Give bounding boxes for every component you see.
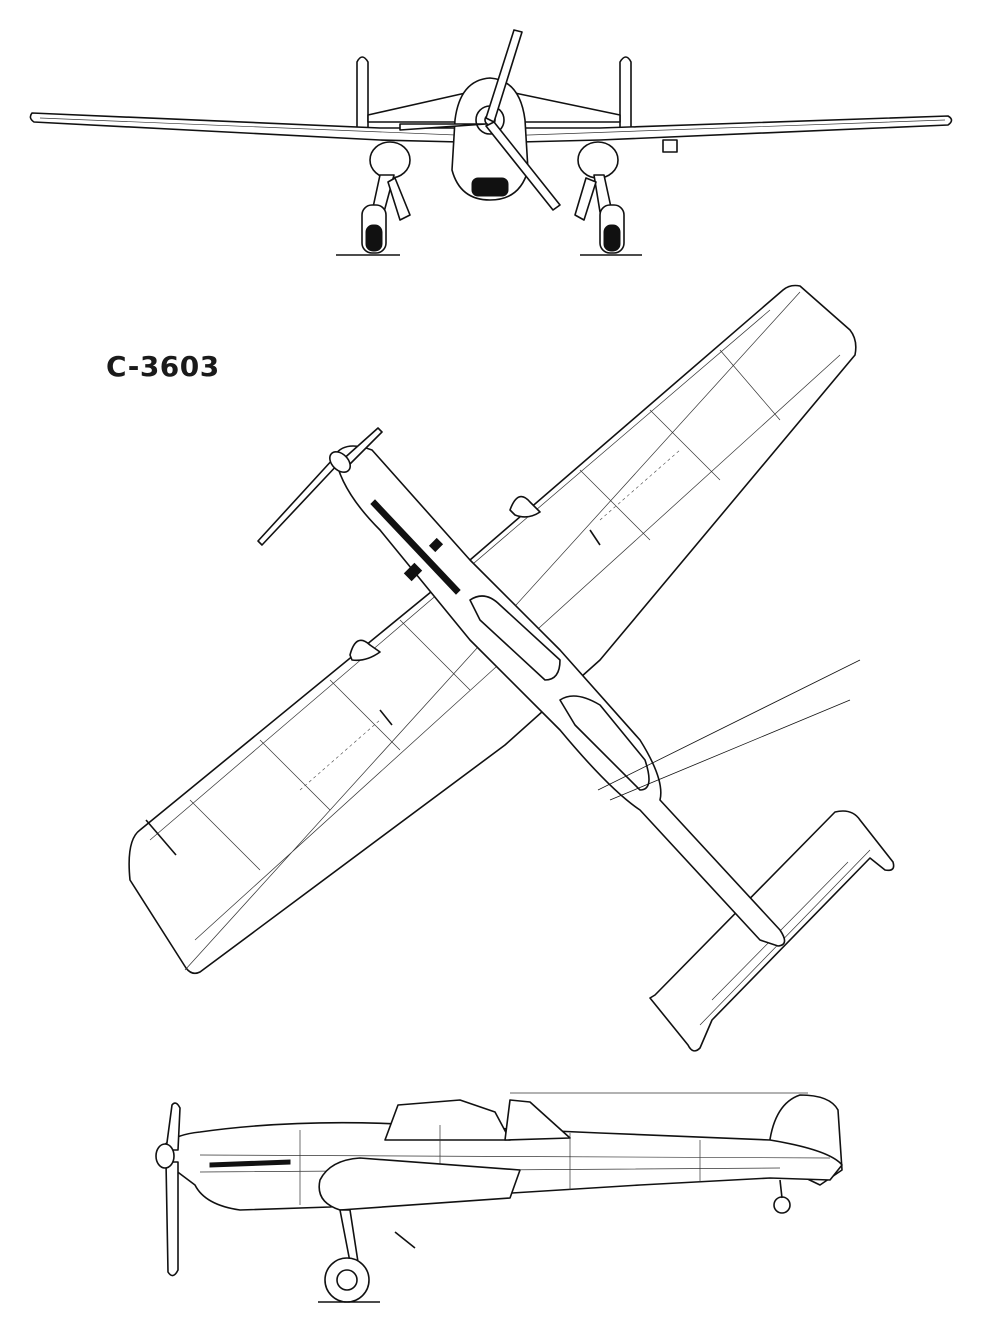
front-left-gear-fairing: [369, 141, 411, 179]
front-wing: [29, 112, 953, 143]
top-view: [128, 284, 895, 1052]
top-fuselage: [334, 445, 786, 947]
front-view: [29, 29, 953, 256]
side-wing: [318, 1157, 521, 1211]
front-left-fin: [356, 56, 369, 136]
side-view: [155, 1092, 843, 1303]
front-propeller: [399, 29, 561, 211]
aircraft-designation-label: C-3603: [106, 350, 220, 383]
front-right-fin: [619, 56, 632, 136]
front-right-gear-fairing: [577, 141, 619, 179]
front-fuselage: [451, 77, 529, 201]
side-tail-wheel: [773, 1196, 791, 1214]
top-canopy: [469, 595, 561, 681]
side-propeller: [165, 1102, 181, 1277]
side-canopy: [384, 1099, 511, 1141]
